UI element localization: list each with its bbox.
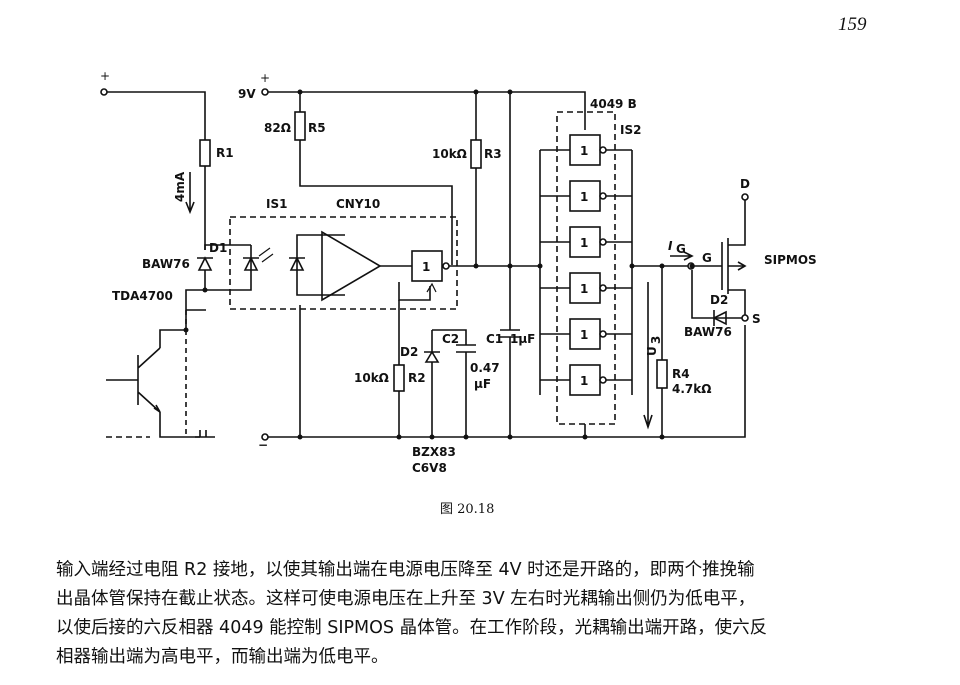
photodiode-icon (289, 245, 305, 285)
hex-inverter-is2-box (556, 111, 616, 425)
label-sipmos: SIPMOS (764, 253, 817, 267)
resistor-r4 (656, 359, 668, 389)
label-d1: D1 (209, 241, 227, 255)
label-bzx83: BZX83 (412, 445, 456, 459)
current-arrow-icon (185, 172, 195, 215)
label-gate-2: 1 (580, 190, 588, 204)
label-c2: C2 (442, 332, 459, 346)
voltage-arrow-icon (643, 282, 653, 430)
label-ig-sub: G (676, 242, 686, 256)
label-r4-value: 4.7kΩ (672, 382, 711, 396)
paragraph-line: 相器输出端为高电平，而输出端为低电平。 (56, 647, 389, 667)
label-baw76-right: BAW76 (684, 325, 732, 339)
label-u3: U (645, 346, 659, 356)
label-d2-right: D2 (710, 293, 728, 307)
drain-terminal (741, 193, 749, 201)
label-c2-value-b: μF (474, 377, 491, 391)
label-4ma: 4mA (173, 171, 187, 202)
figure-caption: 图 20.18 (440, 502, 495, 517)
label-c2-value-a: 0.47 (470, 361, 500, 375)
label-gate-6: 1 (580, 374, 588, 388)
input-terminal-plus (100, 88, 108, 96)
supply-terminal-9v (261, 88, 269, 96)
label-cny10: CNY10 (336, 197, 380, 211)
diode-d2-right-icon (712, 310, 727, 326)
label-c1-value: 1μF (510, 332, 535, 346)
paragraph-line: 输入端经过电阻 R2 接地，以使其输出端在电源电压降至 4V 时还是开路的，即两… (56, 560, 755, 580)
label-d2-left: D2 (400, 345, 418, 359)
label-baw76-left: BAW76 (142, 257, 190, 271)
gate-current-arrow-icon (670, 251, 694, 261)
label-gate-1: 1 (580, 144, 588, 158)
label-s: S (752, 312, 761, 326)
label-gate-is1: 1 (422, 260, 430, 274)
label-gate-3: 1 (580, 236, 588, 250)
label-tda4700: TDA4700 (112, 289, 173, 303)
page-number: 159 (838, 14, 867, 35)
label-is2: IS2 (620, 123, 641, 137)
body-paragraph: 输入端经过电阻 R2 接地，以使其输出端在电源电压降至 4V 时还是开路的，即两… (56, 556, 906, 672)
source-terminal (741, 314, 749, 322)
label-is1: IS1 (266, 197, 287, 211)
label-9v: 9V (238, 87, 256, 101)
label-gate-4: 1 (580, 282, 588, 296)
led-icon (243, 245, 259, 285)
label-r2: R2 (408, 371, 426, 385)
resistor-r3 (470, 139, 482, 169)
label-minus: − (258, 438, 268, 452)
label-r1: R1 (216, 146, 234, 160)
resistor-r1 (199, 139, 211, 167)
label-r5: R5 (308, 121, 326, 135)
zener-d2-icon (424, 330, 440, 437)
diode-d1-icon (197, 256, 213, 271)
resistor-r2 (393, 364, 405, 392)
label-d: D (740, 177, 750, 191)
label-r5-value: 82Ω (264, 121, 291, 135)
amplifier-icon (321, 230, 382, 302)
label-r2-value: 10kΩ (354, 371, 389, 385)
label-4049b: 4049 B (590, 97, 637, 111)
resistor-r5 (294, 111, 306, 141)
paragraph-line: 以使后接的六反相器 4049 能控制 SIPMOS 晶体管。在工作阶段，光耦输出… (56, 618, 768, 638)
paragraph-line: 出晶体管保持在截止状态。这样可使电源电压在上升至 3V 左右时光耦输出侧仍为低电… (56, 589, 756, 609)
label-g: G (702, 251, 712, 265)
optocoupler-is1-box (229, 216, 458, 310)
label-c1: C1 (486, 332, 503, 346)
label-9v-plus: + (260, 71, 270, 85)
label-r3: R3 (484, 147, 502, 161)
label-c6v8: C6V8 (412, 461, 447, 475)
label-plus: + (100, 69, 110, 83)
label-gate-5: 1 (580, 328, 588, 342)
label-ig: I (668, 239, 673, 253)
circuit-schematic: + 9V + − R1 82Ω R5 4mA IS1 CNY10 D1 BAW7… (100, 69, 817, 475)
label-r3-value: 10kΩ (432, 147, 467, 161)
label-r4: R4 (672, 367, 690, 381)
label-u3-sub: 3 (649, 336, 663, 344)
schmitt-gate-is1 (411, 250, 443, 282)
